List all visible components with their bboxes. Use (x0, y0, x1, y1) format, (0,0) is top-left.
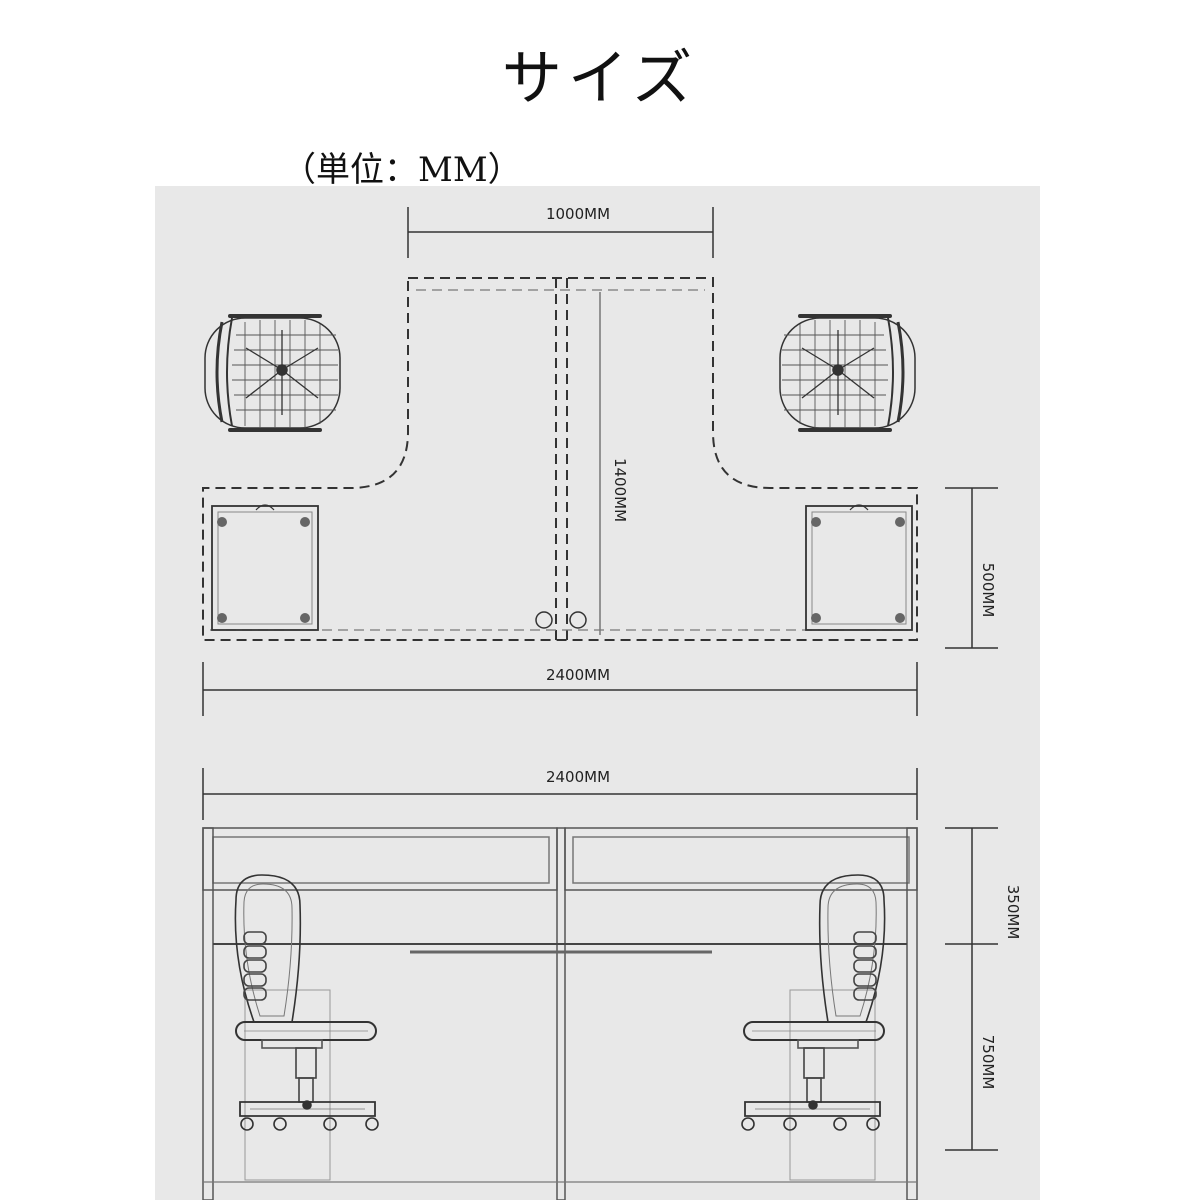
unit-label: （単位：MM） (282, 150, 522, 190)
cable-hole-left (535, 611, 553, 629)
center-post (556, 827, 566, 1200)
dim-screen-height: 350MM (1004, 885, 1022, 940)
chair-side-view-right (741, 874, 886, 1131)
dim-total-width-front: 2400MM (546, 768, 610, 786)
right-post (906, 827, 918, 1200)
dim-total-width-plan: 2400MM (546, 666, 610, 684)
chair-top-view-left (204, 314, 341, 432)
dim-desk-height: 750MM (979, 1035, 997, 1090)
chair-top-view-right (778, 314, 917, 432)
desk-outline (202, 277, 918, 641)
right-pedestal (805, 505, 913, 631)
page-title: サイズ (501, 44, 699, 114)
front-dimension-lines (202, 768, 998, 1151)
plan-view (202, 277, 918, 641)
pedestal-wheels (217, 517, 905, 623)
left-pedestal (211, 505, 319, 631)
left-post (202, 827, 214, 1200)
dim-desk-depth: 500MM (979, 563, 997, 618)
front-view (202, 827, 918, 1200)
cable-hole-right (569, 611, 587, 629)
dim-top-width: 1000MM (546, 205, 610, 223)
chair-side-view-left (234, 874, 379, 1131)
plan-dimension-lines (202, 207, 998, 716)
dim-depth: 1400MM (611, 458, 629, 522)
